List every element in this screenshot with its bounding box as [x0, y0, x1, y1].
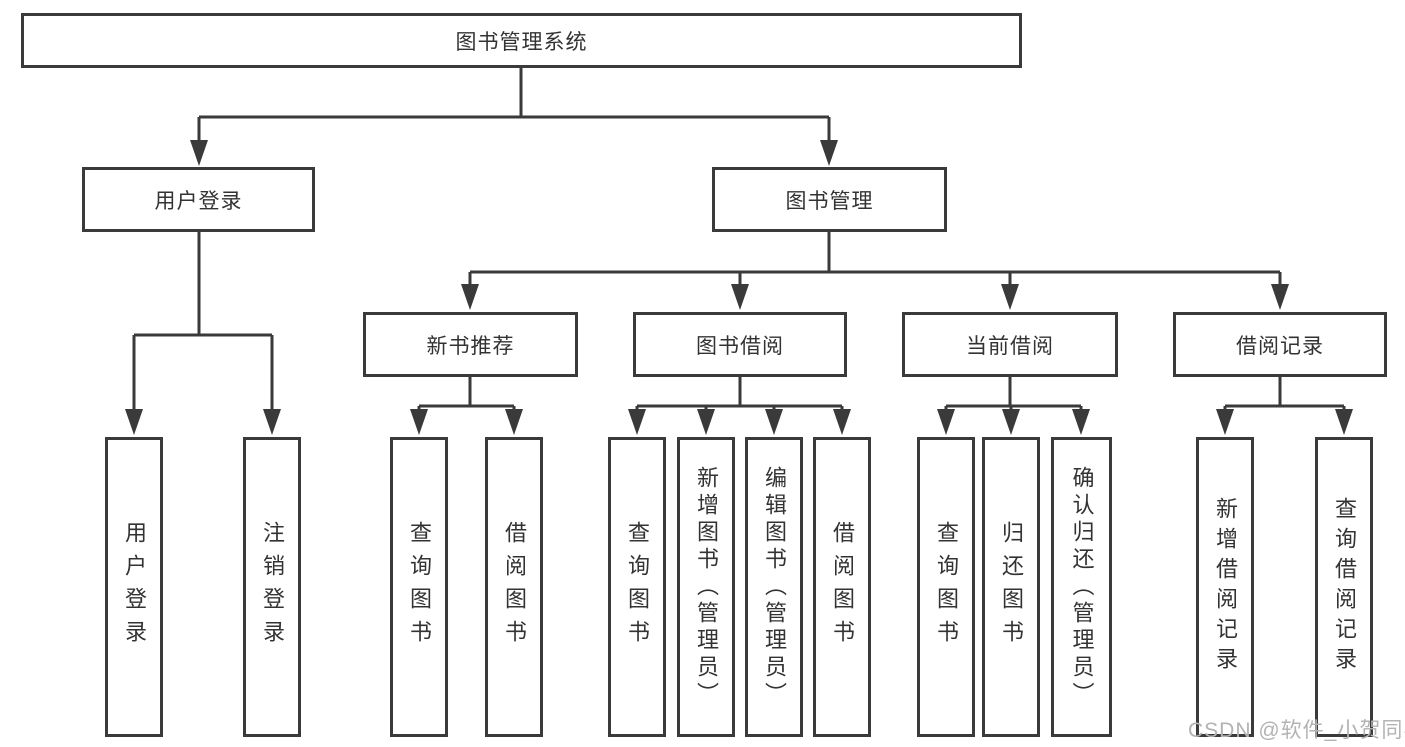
arrowhead — [190, 140, 208, 166]
arrowhead — [937, 409, 955, 435]
node-borrow-records: 借阅记录 — [1173, 312, 1387, 377]
leaf-records-add-record-label: 新增借阅记录 — [1213, 497, 1238, 677]
node-new-book-recommend-label: 新书推荐 — [426, 334, 515, 358]
connector-book-mgmt — [468, 232, 1282, 286]
node-book-borrow: 图书借阅 — [633, 312, 847, 377]
leaf-newbooks-query-books-label: 查询图书 — [407, 521, 432, 653]
connector-borrow-records — [1223, 377, 1346, 411]
arrowhead — [125, 409, 143, 435]
arrowhead — [833, 409, 851, 435]
arrowhead — [1271, 284, 1289, 310]
leaf-records-query-record-label: 查询借阅记录 — [1332, 497, 1357, 677]
leaf-current-return-books-label: 归还图书 — [999, 521, 1024, 653]
arrowhead — [1001, 284, 1019, 310]
leaf-user-login: 用户登录 — [105, 437, 163, 737]
leaf-current-query-books: 查询图书 — [917, 437, 975, 737]
node-user-login: 用户登录 — [82, 167, 315, 232]
arrowhead — [1216, 409, 1234, 435]
leaf-newbooks-query-books: 查询图书 — [390, 437, 448, 737]
arrowhead — [1335, 409, 1353, 435]
arrowhead — [505, 409, 523, 435]
arrowhead — [1002, 409, 1020, 435]
leaf-borrow-query-books-label: 查询图书 — [625, 521, 650, 653]
leaf-borrow-edit-books-admin: 编辑图书（管理员） — [745, 437, 803, 737]
arrowhead — [410, 409, 428, 435]
connector-book-borrow — [635, 377, 844, 411]
node-current-borrow: 当前借阅 — [902, 312, 1118, 377]
connector-user-login — [132, 232, 274, 410]
node-borrow-records-label: 借阅记录 — [1236, 334, 1324, 358]
leaf-borrow-borrow-books: 借阅图书 — [813, 437, 871, 737]
node-root-system: 图书管理系统 — [21, 13, 1022, 68]
leaf-current-confirm-return-admin-label: 确认归还（管理员） — [1069, 465, 1095, 709]
connector-new-books — [417, 377, 516, 411]
arrowhead — [1072, 409, 1090, 435]
leaf-logout: 注销登录 — [243, 437, 301, 737]
leaf-current-query-books-label: 查询图书 — [934, 521, 959, 653]
leaf-records-add-record: 新增借阅记录 — [1196, 437, 1254, 737]
leaf-user-login-label: 用户登录 — [122, 521, 147, 653]
leaf-borrow-borrow-books-label: 借阅图书 — [830, 521, 855, 653]
arrowhead — [765, 409, 783, 435]
node-user-login-label: 用户登录 — [154, 189, 243, 213]
node-book-management: 图书管理 — [712, 167, 947, 232]
arrowhead — [697, 409, 715, 435]
leaf-borrow-query-books: 查询图书 — [608, 437, 666, 737]
leaf-newbooks-borrow-books: 借阅图书 — [485, 437, 543, 737]
connector-root — [197, 68, 831, 141]
leaf-borrow-add-books-admin: 新增图书（管理员） — [677, 437, 735, 737]
arrowhead — [731, 284, 749, 310]
csdn-watermark: CSDN @软件_小贺同学 — [1188, 719, 1405, 742]
leaf-borrow-edit-books-admin-label: 编辑图书（管理员） — [762, 465, 787, 709]
leaf-current-confirm-return-admin: 确认归还（管理员） — [1051, 437, 1112, 737]
connector-current-borrow — [944, 377, 1083, 411]
arrowhead — [461, 284, 479, 310]
node-current-borrow-label: 当前借阅 — [966, 334, 1054, 358]
leaf-current-return-books: 归还图书 — [982, 437, 1040, 737]
node-book-borrow-label: 图书借阅 — [696, 334, 784, 358]
node-new-book-recommend: 新书推荐 — [363, 312, 578, 377]
node-book-management-label: 图书管理 — [785, 189, 874, 213]
leaf-newbooks-borrow-books-label: 借阅图书 — [502, 521, 527, 653]
node-root-system-label: 图书管理系统 — [455, 30, 588, 54]
leaf-records-query-record: 查询借阅记录 — [1315, 437, 1373, 737]
arrowhead — [820, 140, 838, 166]
arrowheads — [125, 140, 1353, 435]
arrowhead — [628, 409, 646, 435]
arrowhead — [263, 409, 281, 435]
leaf-borrow-add-books-admin-label: 新增图书（管理员） — [694, 465, 719, 709]
leaf-logout-label: 注销登录 — [260, 521, 285, 653]
